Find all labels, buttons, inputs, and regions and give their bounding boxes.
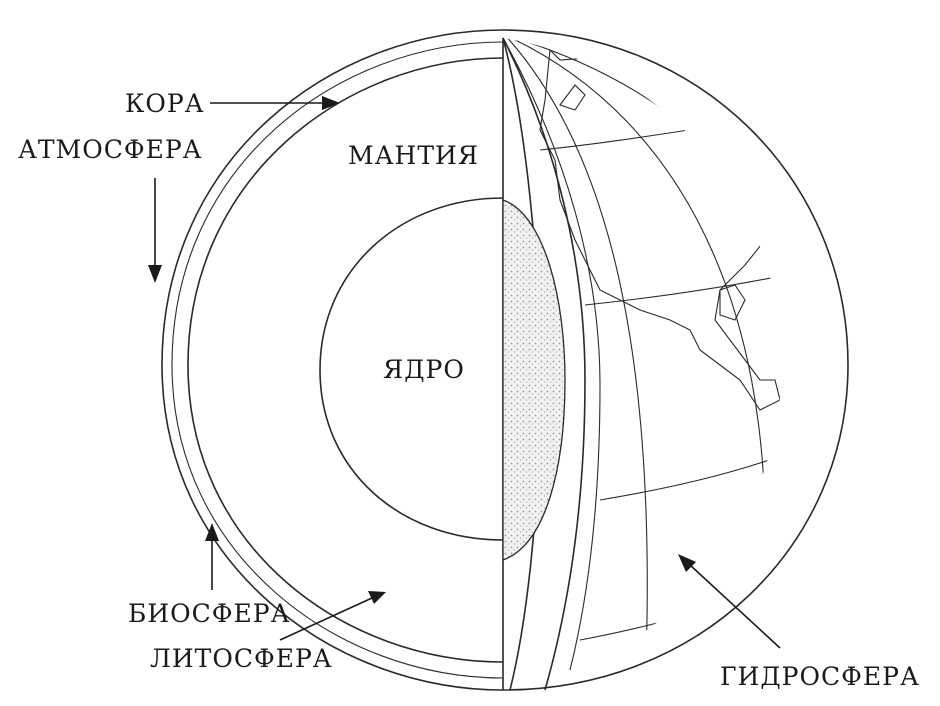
- arrow-crust: [210, 96, 340, 110]
- north-america-coastline: [539, 48, 781, 411]
- cut-edge-shell-2: [502, 37, 586, 691]
- label-mantle: МАНТИЯ: [348, 141, 479, 170]
- atmosphere-boundary: [161, 29, 504, 691]
- label-atmosphere: АТМОСФЕРА: [18, 135, 203, 164]
- arrow-biosphere: [205, 523, 219, 590]
- cut-edge-shell-3: [502, 37, 601, 671]
- biosphere-boundary: [171, 41, 504, 679]
- south-america-coastline: [790, 390, 845, 500]
- label-crust: КОРА: [125, 89, 205, 118]
- core-cross-section: [502, 199, 566, 561]
- arrow-hydrosphere: [678, 554, 781, 649]
- core-boundary: [319, 197, 504, 541]
- label-lithosphere: ЛИТОСФЕРА: [150, 644, 333, 673]
- crust-boundary: [187, 57, 504, 663]
- arrow-atmosphere: [148, 178, 162, 283]
- label-biosphere: БИОСФЕРА: [128, 599, 291, 628]
- label-core: ЯДРО: [383, 355, 465, 384]
- arrow-lithosphere: [279, 591, 386, 641]
- label-hydrosphere: ГИДРОСФЕРА: [720, 662, 920, 691]
- globe-outline: [502, 29, 849, 691]
